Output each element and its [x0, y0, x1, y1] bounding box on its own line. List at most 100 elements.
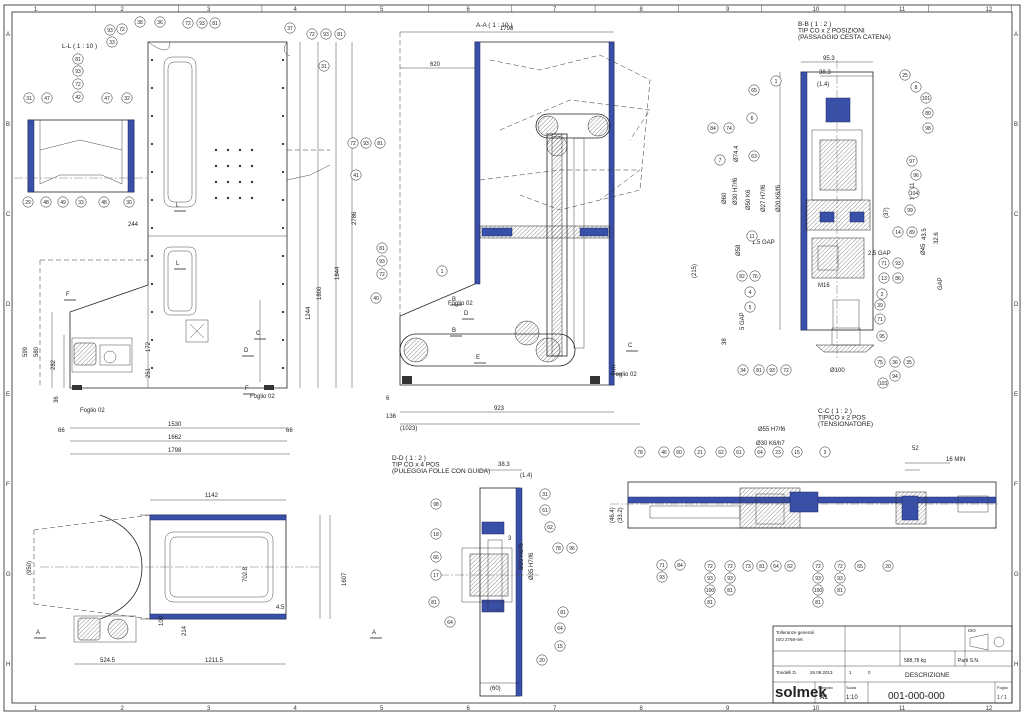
bb-balloon: 39: [874, 299, 886, 311]
front-balloon: 41: [350, 169, 362, 181]
cc-balloon: 72: [834, 560, 846, 572]
front-balloon: 38: [134, 16, 146, 28]
aa-balloon: 1: [436, 265, 448, 277]
svg-text:72: 72: [309, 32, 315, 38]
view-front: [39, 41, 353, 455]
svg-text:73: 73: [745, 564, 751, 570]
cc-dimension: Ø30 K6/h7: [756, 441, 785, 447]
svg-text:93: 93: [659, 575, 665, 581]
dd-balloon: 18: [430, 528, 442, 540]
mounting-hole: [281, 86, 285, 90]
mounting-hole: [281, 282, 285, 286]
bb-dimension: Ø45: [921, 243, 927, 255]
grid-col-label: 7: [553, 7, 557, 13]
bb-dimension: 32.6: [934, 232, 940, 244]
front-dimension: 599: [23, 346, 29, 357]
front-dimension: 1662: [168, 435, 182, 441]
grid-col-label: 11: [899, 706, 906, 712]
mounting-hole: [214, 196, 218, 200]
svg-text:95: 95: [879, 334, 885, 340]
cc-balloon: 81: [756, 560, 768, 572]
svg-text:14: 14: [895, 230, 901, 236]
cc-balloon: 20: [882, 560, 894, 572]
front-balloon: 93: [104, 24, 116, 36]
bb-balloon: 76: [749, 270, 761, 282]
svg-text:65: 65: [857, 564, 863, 570]
cc-dimension: Ø55 H7/f6: [758, 427, 786, 433]
dd-balloon: 15: [554, 640, 566, 652]
front-balloon: 81: [374, 137, 386, 149]
svg-text:61: 61: [736, 450, 742, 456]
section-marker-letter: A: [372, 630, 376, 636]
grid-row-label: D: [1014, 302, 1019, 308]
description-label: DESCRIZIONE: [905, 672, 950, 679]
cc-balloon: 3: [819, 446, 831, 458]
grid-col-label: 11: [899, 7, 906, 13]
cc-balloon: 64: [770, 560, 782, 572]
bb-dimension: Ø58: [736, 244, 742, 256]
ll-balloon: 29: [22, 196, 34, 208]
cc-dimension: (46.4): [610, 507, 616, 523]
cc-balloon: 93: [656, 571, 668, 583]
front-balloon: 81: [209, 17, 221, 29]
svg-text:5: 5: [749, 305, 752, 311]
svg-text:41: 41: [353, 173, 359, 179]
view-title-ll: L-L ( 1 : 10 ): [62, 43, 97, 50]
bb-balloon: 74: [723, 122, 735, 134]
grid-row-label: G: [1014, 572, 1019, 578]
section-marker-letter: F: [245, 386, 249, 392]
mounting-hole: [281, 226, 285, 230]
view-title-line: D-D ( 1 : 2 ): [392, 455, 426, 462]
side-dimension: 1798: [500, 26, 514, 32]
dd-dimension: 3: [508, 536, 512, 542]
mounting-hole: [214, 164, 218, 168]
mounting-hole: [226, 180, 230, 184]
cc-balloon: 65: [854, 560, 866, 572]
front-dimension: 580: [34, 346, 40, 357]
front-balloon: 93: [196, 17, 208, 29]
cc-balloon: 61: [733, 446, 745, 458]
section-marker-letter: C: [256, 331, 261, 337]
front-balloon: 36: [154, 16, 166, 28]
grid-row-label: H: [6, 662, 10, 668]
mounting-hole: [150, 142, 154, 146]
front-dimension: 66: [286, 428, 293, 434]
svg-text:31: 31: [321, 64, 327, 70]
svg-text:17: 17: [433, 573, 439, 579]
svg-text:33: 33: [78, 200, 84, 206]
grid-col-label: 5: [380, 706, 384, 712]
svg-text:15: 15: [794, 450, 800, 456]
cc-balloon: 60: [673, 446, 685, 458]
mounting-hole: [226, 164, 230, 168]
tolerance-label: Tolleranze generali: [776, 630, 814, 635]
front-dimension: 1530: [168, 422, 182, 428]
svg-text:84: 84: [710, 126, 716, 132]
svg-text:72: 72: [707, 564, 713, 570]
svg-text:60: 60: [676, 450, 682, 456]
svg-text:11: 11: [749, 234, 754, 240]
svg-text:8: 8: [915, 85, 918, 91]
dd-balloon: 96: [566, 542, 578, 554]
bb-balloon: 93: [766, 364, 778, 376]
cc-dimension: 16 MIN: [946, 457, 965, 463]
front-dimension: 66: [58, 428, 65, 434]
grid-row-label: F: [1014, 482, 1018, 488]
svg-text:13: 13: [881, 276, 887, 282]
side-dimension: 923: [494, 406, 505, 412]
svg-text:7: 7: [719, 158, 722, 164]
cc-balloon: 23: [772, 446, 784, 458]
format-label: Formato: [818, 685, 834, 690]
cc-balloon: 62: [715, 446, 727, 458]
svg-text:64: 64: [757, 450, 763, 456]
section-marker-letter: B: [452, 328, 456, 334]
company-logo: solmek: [775, 684, 827, 701]
mounting-hole: [281, 58, 285, 62]
svg-text:104: 104: [910, 191, 919, 197]
front-balloon: 72: [306, 28, 318, 40]
svg-text:71: 71: [881, 261, 887, 267]
dd-balloon: 98: [430, 498, 442, 510]
author-value: Tondelli D.: [776, 670, 797, 675]
mounting-hole: [150, 310, 154, 314]
ll-balloon: 47: [101, 92, 113, 104]
svg-text:103: 103: [879, 381, 888, 387]
